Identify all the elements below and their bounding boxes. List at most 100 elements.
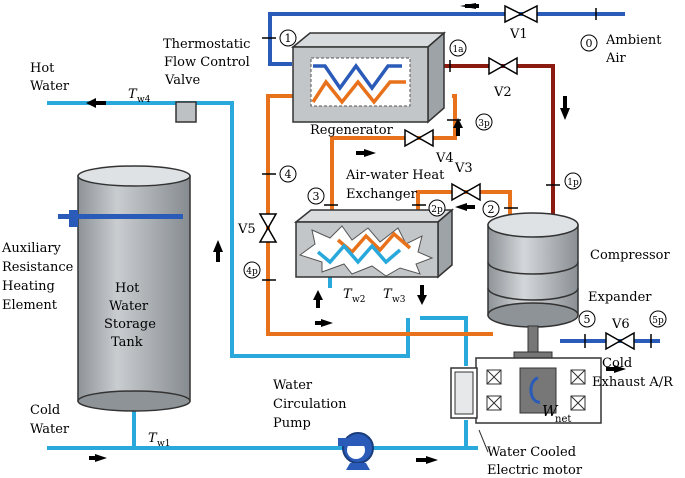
- svg-text:4p: 4p: [246, 267, 258, 277]
- svg-text:T: T: [128, 87, 138, 102]
- svg-text:T: T: [383, 287, 393, 302]
- svg-text:Water: Water: [273, 378, 313, 393]
- state-point-5: 5: [578, 310, 596, 328]
- tw1-label: T w1: [148, 431, 170, 449]
- svg-text:1p: 1p: [567, 178, 579, 188]
- svg-text:1a: 1a: [452, 45, 464, 55]
- hx-inlet-line: [330, 94, 457, 218]
- svg-text:T: T: [343, 287, 353, 302]
- valve-v5[interactable]: [258, 213, 278, 243]
- v3-label: V3: [454, 161, 473, 176]
- svg-text:2: 2: [488, 203, 495, 216]
- state-point-4p: 4p: [243, 261, 261, 279]
- svg-text:Air-water Heat: Air-water Heat: [345, 168, 445, 183]
- svg-text:1: 1: [285, 32, 292, 45]
- svg-text:Water Cooled: Water Cooled: [487, 445, 576, 460]
- svg-text:Electric motor: Electric motor: [487, 463, 583, 478]
- tw2-label: T w2: [343, 287, 365, 305]
- v5-label: V5: [237, 222, 256, 237]
- valve-v2[interactable]: [488, 56, 518, 76]
- svg-text:0: 0: [586, 37, 593, 50]
- hot-water-storage-tank: [58, 165, 191, 412]
- state-point-2: 2: [482, 200, 500, 218]
- regenerator-outlet-line: [434, 64, 555, 216]
- state-point-4: 4: [279, 165, 297, 183]
- hot-water-line: [47, 101, 410, 358]
- svg-text:w3: w3: [392, 295, 406, 305]
- svg-text:Exhaust A/R: Exhaust A/R: [592, 375, 674, 390]
- air-water-hx-label: Air-water Heat Exchanger: [345, 168, 445, 202]
- svg-text:w2: w2: [352, 295, 365, 305]
- cold-water-label: Cold Water: [30, 403, 70, 437]
- svg-text:3p: 3p: [478, 119, 490, 129]
- thermostatic-valve-box: [175, 101, 197, 123]
- valve-v3[interactable]: [451, 182, 481, 202]
- svg-text:Cold: Cold: [602, 356, 632, 371]
- cold-exhaust-label: Cold Exhaust A/R: [592, 356, 674, 390]
- line-ticks: [262, 8, 652, 348]
- valve-v4[interactable]: [404, 128, 434, 148]
- svg-text:Cold: Cold: [30, 403, 60, 418]
- state-point-2p: 2p: [428, 199, 446, 217]
- svg-text:Hot: Hot: [30, 61, 55, 76]
- wnet-label: W net: [542, 402, 571, 425]
- svg-text:Flow Control: Flow Control: [164, 55, 250, 70]
- svg-text:Thermostatic: Thermostatic: [163, 37, 250, 52]
- svg-text:T: T: [148, 431, 158, 446]
- svg-text:Water: Water: [109, 299, 149, 314]
- svg-text:4: 4: [285, 168, 292, 181]
- svg-text:Auxiliary: Auxiliary: [1, 241, 62, 256]
- svg-text:Exchanger: Exchanger: [346, 187, 418, 202]
- tw3-label: T w3: [383, 287, 406, 305]
- state-point-1a: 1a: [449, 39, 467, 57]
- pump-label: Water Circulation Pump: [273, 378, 347, 431]
- svg-text:Tank: Tank: [111, 335, 143, 350]
- v1-label: V1: [509, 27, 528, 42]
- state-point-3: 3: [307, 187, 325, 205]
- auxiliary-heater-label: Auxiliary Resistance Heating Element: [1, 241, 74, 313]
- svg-text:5p: 5p: [652, 316, 664, 326]
- state-point-5p: 5p: [649, 310, 667, 328]
- svg-text:w4: w4: [137, 95, 151, 105]
- motor-label: Water Cooled Electric motor: [487, 445, 583, 478]
- compressor-expander: [487, 212, 579, 363]
- svg-text:net: net: [555, 414, 571, 425]
- svg-text:Water: Water: [30, 422, 70, 437]
- air-water-heat-exchanger: [293, 208, 455, 279]
- svg-text:5: 5: [584, 313, 591, 326]
- svg-text:w1: w1: [157, 439, 170, 449]
- flow-arrows: [86, 3, 626, 464]
- regenerator-label: Regenerator: [310, 123, 394, 138]
- svg-text:Element: Element: [2, 298, 58, 313]
- state-point-1: 1: [279, 29, 297, 47]
- tw4-label: T w4: [128, 87, 151, 105]
- svg-text:Circulation: Circulation: [273, 397, 347, 412]
- svg-text:Water: Water: [30, 79, 70, 94]
- water-circulation-pump: [338, 432, 374, 470]
- svg-text:Valve: Valve: [164, 73, 200, 88]
- svg-text:Heating: Heating: [2, 279, 55, 294]
- svg-text:W: W: [542, 402, 559, 420]
- svg-text:Pump: Pump: [273, 416, 311, 431]
- state-point-3p: 3p: [475, 113, 493, 131]
- v2-label: V2: [493, 85, 512, 100]
- expander-label: Expander: [588, 290, 652, 305]
- regenerator: [290, 31, 446, 124]
- state-point-0: 0: [580, 34, 598, 52]
- heating-element-flange: [69, 210, 78, 227]
- hot-water-label: Hot Water: [30, 61, 70, 94]
- svg-text:Air: Air: [605, 51, 627, 66]
- svg-text:Ambient: Ambient: [605, 33, 662, 48]
- compressor-label: Compressor: [590, 248, 670, 263]
- valve-v6[interactable]: [605, 331, 635, 351]
- ambient-air-label: Ambient Air: [605, 33, 662, 66]
- svg-text:Storage: Storage: [104, 317, 156, 332]
- svg-text:Resistance: Resistance: [2, 260, 74, 275]
- v4-label: V4: [435, 151, 454, 166]
- valve-v1[interactable]: [504, 4, 538, 24]
- state-point-1p: 1p: [564, 172, 582, 190]
- tank-label: Hot Water Storage Tank: [104, 281, 156, 350]
- svg-text:Hot: Hot: [115, 281, 140, 296]
- svg-text:2p: 2p: [431, 205, 443, 215]
